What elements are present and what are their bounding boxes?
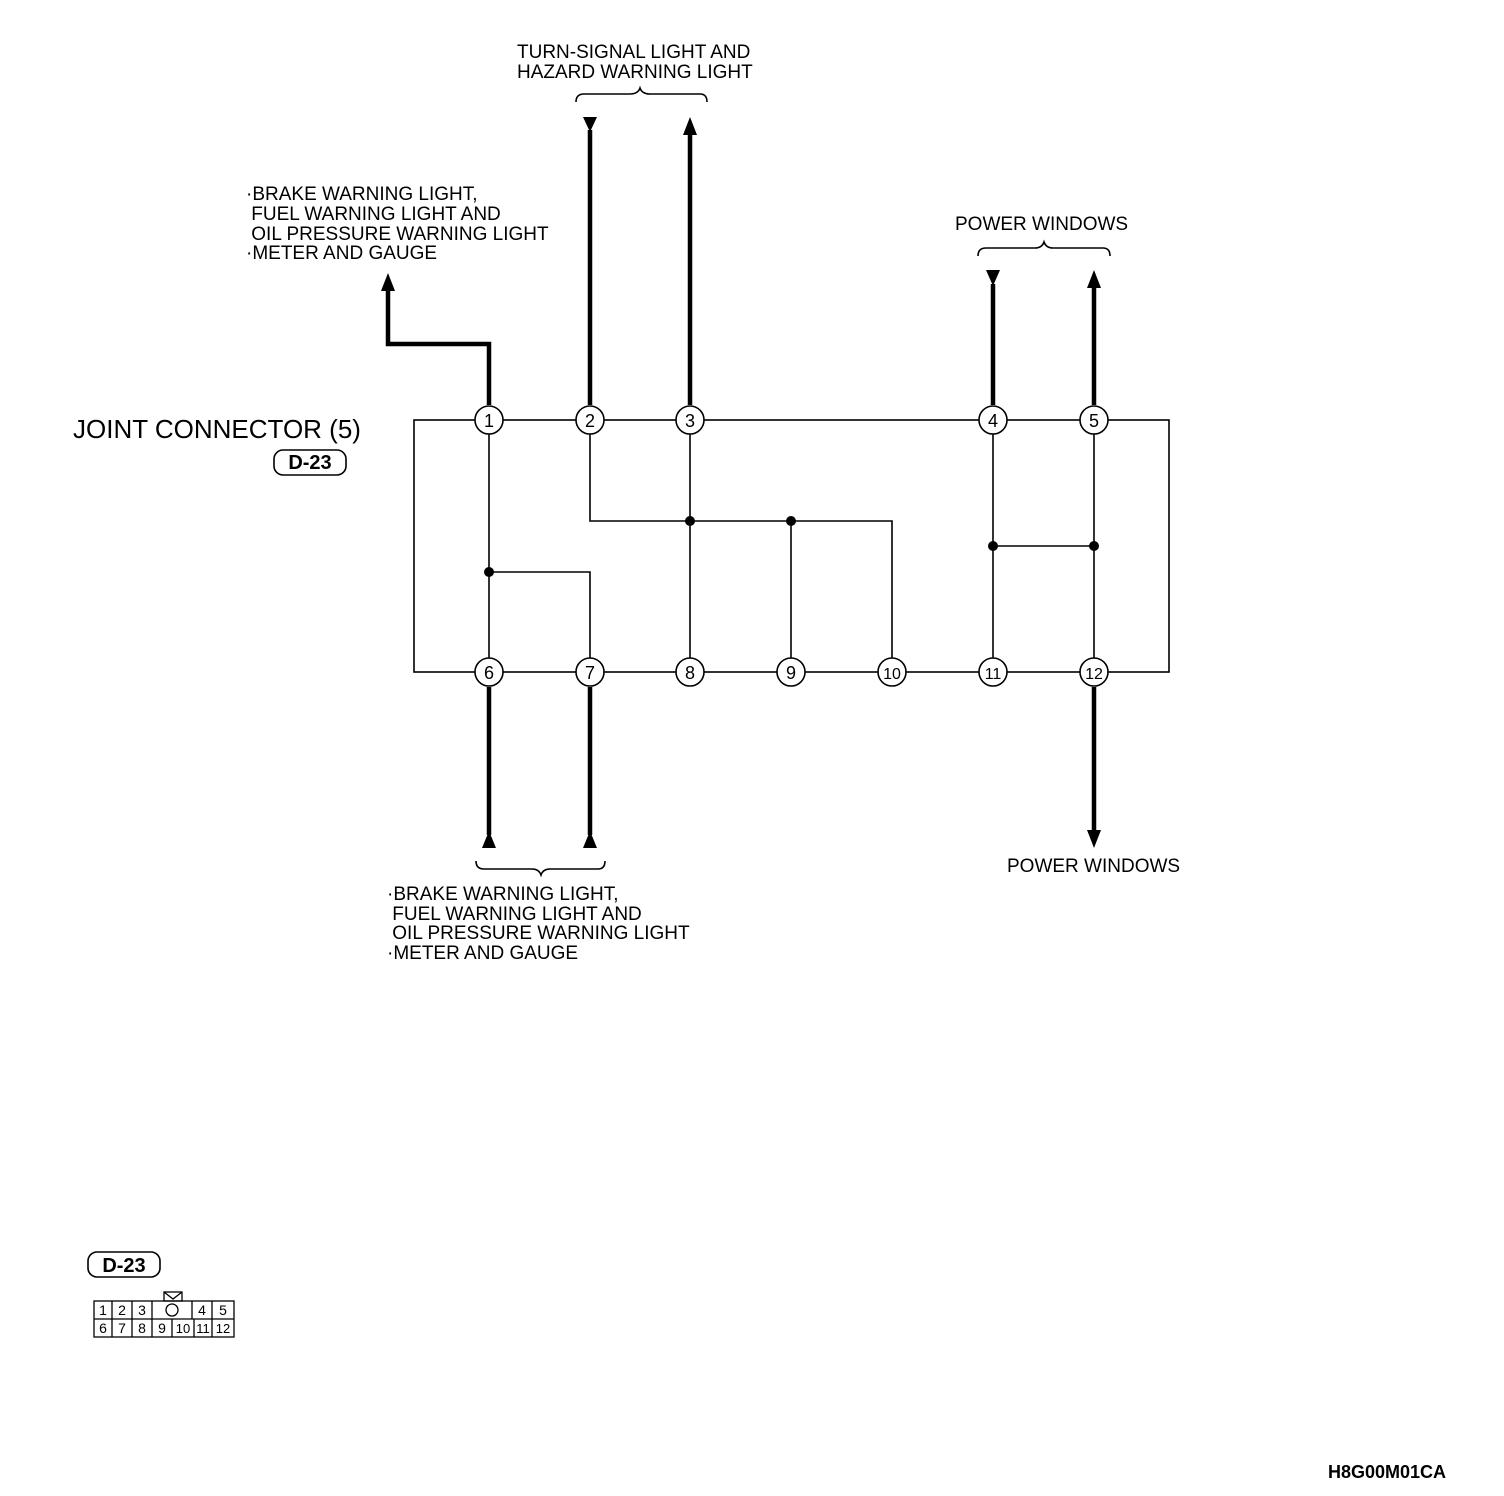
- arrow-down-pin4: [986, 270, 1000, 286]
- power-windows-brace: [977, 239, 1111, 257]
- face-cell: 5: [219, 1302, 227, 1318]
- junction-dot: [685, 516, 695, 526]
- svg-text:10: 10: [883, 666, 901, 683]
- svg-text:2: 2: [585, 411, 595, 431]
- face-cell: 4: [198, 1302, 206, 1318]
- power-windows-bottom-label: POWER WINDOWS: [1007, 856, 1180, 877]
- bottom-left-brace: [475, 860, 606, 878]
- bottom-left-label-line-4: ·METER AND GAUGE: [387, 943, 578, 964]
- internal-wiring: [488, 420, 1095, 672]
- junction-dot: [786, 516, 796, 526]
- face-cell: 1: [99, 1302, 107, 1318]
- junction-dot: [988, 541, 998, 551]
- arrow-up-pin3: [683, 117, 697, 135]
- junction-dot: [484, 567, 494, 577]
- connector-face: D-23 1 2 3 4 5 6 7 8 9 10 11 12: [87, 1251, 235, 1338]
- turn-signal-label-line-2: HAZARD WARNING LIGHT: [517, 62, 753, 83]
- face-cell: 3: [138, 1302, 146, 1318]
- svg-text:4: 4: [988, 411, 998, 431]
- figure-id: H8G00M01CA: [1328, 1462, 1446, 1482]
- pin-3: 3: [675, 405, 705, 435]
- pin-7: 7: [575, 657, 605, 687]
- blank-cavity-icon: [165, 1303, 179, 1317]
- external-wires: [381, 117, 1101, 848]
- pin-8: 8: [675, 657, 705, 687]
- bottom-left-label-line-3: OIL PRESSURE WARNING LIGHT: [387, 923, 690, 944]
- svg-text:7: 7: [585, 663, 595, 683]
- pin-2: 2: [575, 405, 605, 435]
- arrow-up-pin5: [1087, 270, 1101, 288]
- arrow-up-pin7: [583, 831, 597, 848]
- pin-11: 11: [978, 657, 1008, 687]
- face-code-box: [87, 1251, 161, 1278]
- wire-pin1-out: [385, 288, 492, 405]
- face-code: D-23: [102, 1255, 145, 1277]
- arrow-down-pin12: [1087, 830, 1101, 848]
- face-cell: 6: [99, 1320, 107, 1336]
- face-cell: 9: [158, 1320, 166, 1336]
- junction-dot: [1089, 541, 1099, 551]
- turn-signal-label-line-1: TURN-SIGNAL LIGHT AND: [517, 42, 750, 63]
- face-cell: 10: [176, 1321, 190, 1336]
- arrow-up-pin1: [381, 273, 395, 291]
- svg-text:9: 9: [786, 663, 796, 683]
- svg-text:12: 12: [1085, 666, 1103, 683]
- bottom-left-label-line-1: ·BRAKE WARNING LIGHT,: [387, 884, 619, 905]
- svg-text:8: 8: [685, 663, 695, 683]
- svg-text:3: 3: [685, 411, 695, 431]
- pin-1: 1: [474, 405, 504, 435]
- svg-text:1: 1: [484, 411, 494, 431]
- turn-signal-label: TURN-SIGNAL LIGHT AND HAZARD WARNING LIG…: [517, 42, 753, 83]
- face-cell: 12: [216, 1321, 230, 1336]
- svg-text:6: 6: [484, 663, 494, 683]
- top-left-label-line-2: FUEL WARNING LIGHT AND: [246, 204, 501, 225]
- pin-5: 5: [1079, 405, 1109, 435]
- connector-code: D-23: [288, 452, 331, 474]
- pin-9: 9: [776, 657, 806, 687]
- svg-text:5: 5: [1089, 411, 1099, 431]
- pin-circles: 1 2 3 4 5 6 7 8 9 10 11 12: [474, 405, 1109, 687]
- top-left-label-line-4: ·METER AND GAUGE: [246, 243, 437, 264]
- turn-signal-brace: [575, 85, 708, 103]
- pin-12: 12: [1079, 657, 1109, 687]
- top-left-group-label: ·BRAKE WARNING LIGHT, FUEL WARNING LIGHT…: [246, 184, 549, 264]
- face-cell: 11: [196, 1321, 210, 1336]
- arrow-down-pin2: [583, 117, 597, 132]
- pin-6: 6: [474, 657, 504, 687]
- pin-10: 10: [877, 657, 907, 687]
- svg-text:11: 11: [985, 666, 1002, 683]
- face-cell: 8: [138, 1320, 146, 1336]
- face-cell: 2: [118, 1302, 126, 1318]
- bottom-left-group-label: ·BRAKE WARNING LIGHT, FUEL WARNING LIGHT…: [387, 884, 690, 964]
- bottom-left-label-line-2: FUEL WARNING LIGHT AND: [387, 904, 642, 925]
- power-windows-top-label: POWER WINDOWS: [955, 214, 1128, 235]
- connector-code-box: [273, 449, 347, 476]
- pin-4: 4: [978, 405, 1008, 435]
- top-left-label-line-1: ·BRAKE WARNING LIGHT,: [246, 184, 478, 205]
- face-cell: 7: [118, 1320, 126, 1336]
- top-left-label-line-3: OIL PRESSURE WARNING LIGHT: [246, 224, 549, 245]
- junction-dots: [484, 516, 1099, 577]
- connector-title: JOINT CONNECTOR (5): [73, 414, 361, 444]
- arrow-up-pin6: [482, 831, 496, 848]
